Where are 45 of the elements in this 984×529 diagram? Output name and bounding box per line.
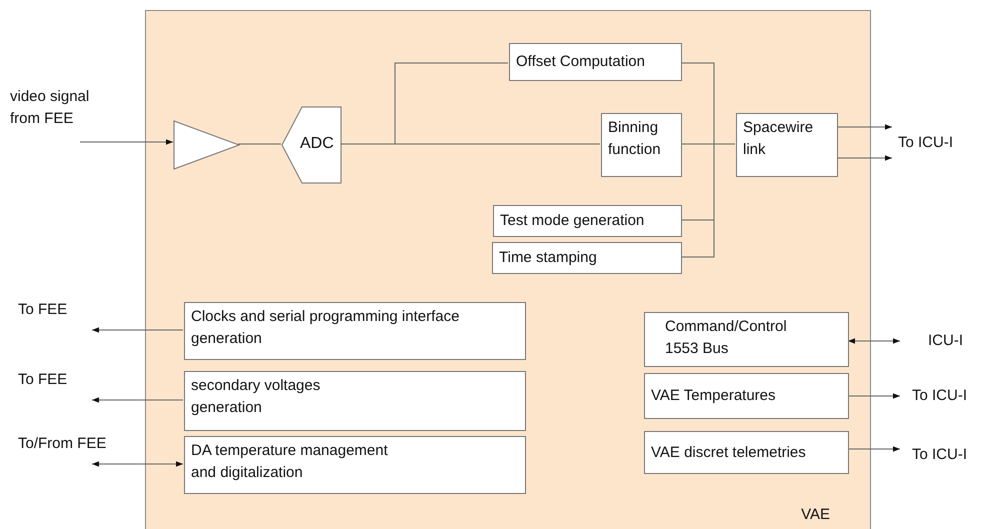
block-label: Offset Computation xyxy=(516,52,645,72)
block-label: Binning function xyxy=(608,119,661,158)
block-label: Spacewire link xyxy=(743,119,814,158)
block-label: Command/Control 1553 Bus xyxy=(665,317,788,359)
arrow xyxy=(836,155,892,161)
block-label: DA temperature management and digitalization xyxy=(191,441,389,483)
arrow xyxy=(848,393,900,399)
unit-panel xyxy=(145,10,871,529)
arrow xyxy=(92,397,184,403)
block-label: Time stamping xyxy=(499,248,597,268)
function-block xyxy=(601,113,682,177)
function-block xyxy=(492,242,682,274)
amplifier-symbol xyxy=(174,121,239,169)
signal-label: To ICU-I xyxy=(912,444,982,466)
function-block xyxy=(644,431,849,474)
arrow xyxy=(836,124,892,130)
arrow xyxy=(92,327,184,333)
function-block xyxy=(736,113,838,177)
function-block xyxy=(184,436,526,494)
unit-label: VAE xyxy=(801,506,830,523)
signal-label: To FEE xyxy=(18,299,88,321)
signal-label: video signal from FEE xyxy=(10,86,120,132)
function-block xyxy=(644,373,849,419)
block-label: Test mode generation xyxy=(500,211,644,232)
function-block xyxy=(509,43,682,81)
block-label: Clocks and serial programming interface generation xyxy=(191,308,460,347)
arrow xyxy=(92,461,184,467)
function-block xyxy=(184,302,526,360)
signal-label: ICU-I xyxy=(928,330,978,352)
function-block xyxy=(493,205,682,237)
arrow xyxy=(848,338,900,344)
block-label: VAE Temperatures xyxy=(651,386,776,406)
converter-block xyxy=(282,107,341,183)
function-block xyxy=(644,312,849,367)
block-label: secondary voltages generation xyxy=(191,376,322,418)
signal-label: To ICU-I xyxy=(898,132,976,156)
arrow xyxy=(848,446,900,452)
signal-label: To FEE xyxy=(18,369,88,391)
signal-label: To/From FEE xyxy=(18,433,138,455)
signal-label: To ICU-I xyxy=(912,385,982,407)
function-block xyxy=(184,371,526,431)
arrow xyxy=(80,139,174,145)
block-label: ADC xyxy=(300,135,334,153)
connector-line xyxy=(680,144,736,258)
block-label: VAE discret telemetries xyxy=(651,442,806,463)
